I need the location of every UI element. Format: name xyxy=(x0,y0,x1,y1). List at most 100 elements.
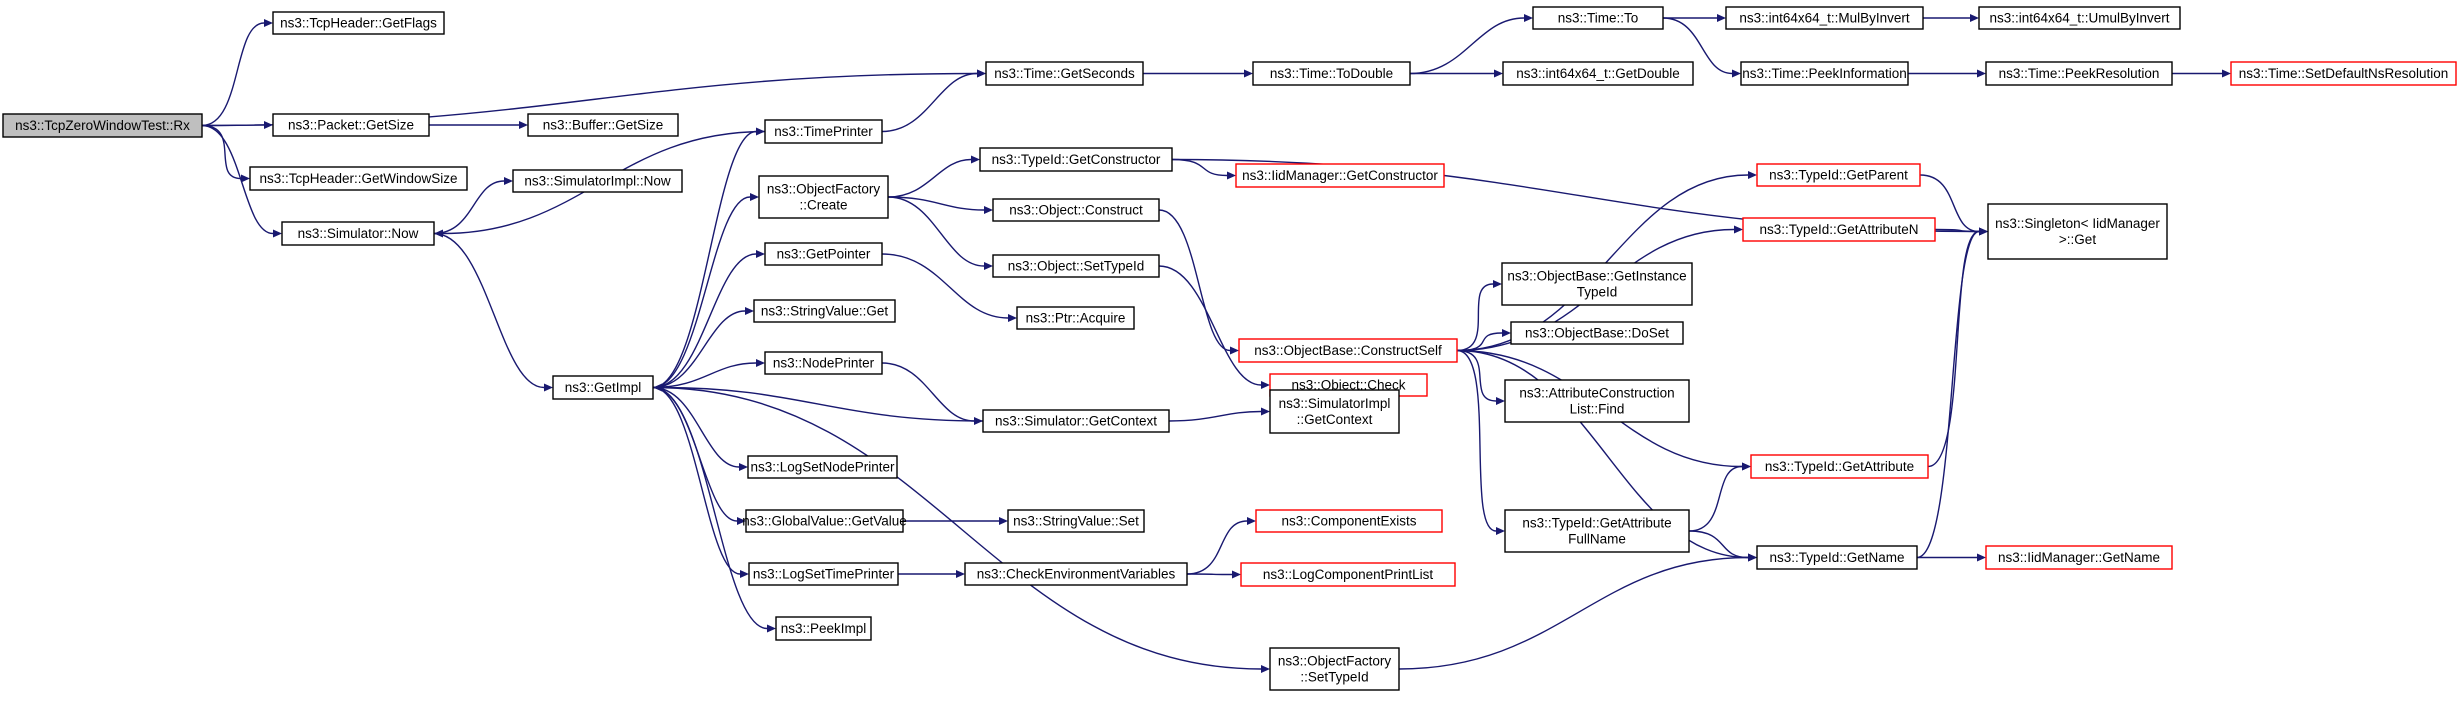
node-buffer-getsize[interactable]: ns3::Buffer::GetSize xyxy=(527,113,679,137)
node-getparent[interactable]: ns3::TypeId::GetParent xyxy=(1756,163,1921,187)
node-umulbyinvert[interactable]: ns3::int64x64_t::UmulByInvert xyxy=(1978,6,2181,30)
arrowhead xyxy=(1977,69,1986,78)
node-object-settypeid[interactable]: ns3::Object::SetTypeId xyxy=(992,254,1160,278)
node-box xyxy=(985,61,1144,86)
node-logcomponentprintlist[interactable]: ns3::LogComponentPrintList xyxy=(1240,562,1456,587)
node-singleton-get[interactable]: ns3::Singleton< IidManager >::Get xyxy=(1987,203,2168,260)
node-label: ns3::ObjectFactory xyxy=(767,182,881,197)
node-label: ns3::TimePrinter xyxy=(774,124,873,139)
node-box xyxy=(2230,61,2457,86)
node-box xyxy=(1240,562,1456,587)
node-iid-getname[interactable]: ns3::IidManager::GetName xyxy=(1985,545,2173,570)
node-label: ns3::Time::GetSeconds xyxy=(994,66,1135,81)
node-getwindowsize[interactable]: ns3::TcpHeader::GetWindowSize xyxy=(249,166,468,191)
node-getpointer[interactable]: ns3::GetPointer xyxy=(764,242,883,266)
node-box xyxy=(1510,321,1684,345)
node-setdefaultnsresolution[interactable]: ns3::Time::SetDefaultNsResolution xyxy=(2230,61,2457,86)
edge-getimpl-to-logsetnodeprinter xyxy=(652,386,740,468)
node-box xyxy=(1269,389,1400,434)
node-packet-getsize[interactable]: ns3::Packet::GetSize xyxy=(272,113,430,137)
node-getattributen[interactable]: ns3::TypeId::GetAttributeN xyxy=(1742,217,1936,242)
edge-object-settypeid-to-object-check xyxy=(1158,265,1262,386)
node-label: ns3::SimulatorImpl::Now xyxy=(524,174,671,189)
node-label: ns3::StringValue::Get xyxy=(761,304,889,319)
node-box xyxy=(281,221,435,246)
node-box xyxy=(1502,61,1694,86)
node-logsettimeprinter[interactable]: ns3::LogSetTimePrinter xyxy=(748,562,899,586)
edge-sim-getcontext-to-getimpl xyxy=(661,386,984,422)
node-todouble[interactable]: ns3::Time::ToDouble xyxy=(1252,61,1411,86)
node-peekresolution[interactable]: ns3::Time::PeekResolution xyxy=(1985,61,2173,86)
node-box xyxy=(775,616,872,641)
node-sim-getcontext[interactable]: ns3::Simulator::GetContext xyxy=(982,409,1170,433)
edge-sim-now-to-simimpl-now xyxy=(433,180,505,235)
arrowhead xyxy=(745,307,754,315)
node-peekimpl[interactable]: ns3::PeekImpl xyxy=(775,616,872,641)
node-logsetnodeprinter[interactable]: ns3::LogSetNodePrinter xyxy=(747,455,898,479)
node-globalvalue-getvalue[interactable]: ns3::GlobalValue::GetValue xyxy=(742,509,907,533)
node-label: ns3::Object::Construct xyxy=(1009,203,1143,218)
node-box xyxy=(748,562,899,586)
node-box xyxy=(1742,217,1936,242)
arrowhead xyxy=(1742,462,1751,471)
node-nodeprinter[interactable]: ns3::NodePrinter xyxy=(764,351,883,375)
nodes-layer: ns3::TcpZeroWindowTest::Rxns3::TcpHeader… xyxy=(2,6,2457,691)
node-time-to[interactable]: ns3::Time::To xyxy=(1532,6,1664,30)
node-ptr-acquire[interactable]: ns3::Ptr::Acquire xyxy=(1016,306,1135,330)
edge-getattribute-to-singleton-get xyxy=(1927,230,1980,468)
node-checkenv[interactable]: ns3::CheckEnvironmentVariables xyxy=(964,562,1188,586)
node-componentexists[interactable]: ns3::ComponentExists xyxy=(1255,509,1443,533)
node-getseconds[interactable]: ns3::Time::GetSeconds xyxy=(985,61,1144,86)
node-box xyxy=(764,242,883,266)
node-simimpl-now[interactable]: ns3::SimulatorImpl::Now xyxy=(512,169,683,193)
node-label: ns3::Object::Check xyxy=(1291,378,1405,393)
node-stringvalue-get[interactable]: ns3::StringValue::Get xyxy=(753,299,896,323)
node-constructself[interactable]: ns3::ObjectBase::ConstructSelf xyxy=(1238,338,1458,363)
edge-rx-to-sim-now xyxy=(201,124,274,235)
arrowhead xyxy=(1979,227,1988,236)
edge-timeprinter-to-getseconds xyxy=(881,72,978,133)
node-sim-now[interactable]: ns3::Simulator::Now xyxy=(281,221,435,246)
node-label: ns3::Time::To xyxy=(1558,11,1639,26)
node-getconstructor[interactable]: ns3::TypeId::GetConstructor xyxy=(979,147,1173,172)
node-label: ns3::Singleton< IidManager xyxy=(1995,216,2160,231)
edge-objfactory-create-to-getconstructor xyxy=(887,158,972,198)
edge-objfactory-create-to-object-construct xyxy=(887,196,985,211)
node-label: ns3::IidManager::GetConstructor xyxy=(1242,168,1438,183)
node-getflags[interactable]: ns3::TcpHeader::GetFlags xyxy=(272,11,445,35)
edge-getimpl-to-stringvalue-get xyxy=(652,310,746,389)
node-getimpl[interactable]: ns3::GetImpl xyxy=(552,375,654,400)
arrowhead xyxy=(653,383,662,392)
node-getattribute[interactable]: ns3::TypeId::GetAttribute xyxy=(1750,454,1929,479)
arrowhead xyxy=(1261,407,1270,416)
node-box xyxy=(745,509,904,533)
node-stringvalue-set[interactable]: ns3::StringValue::Set xyxy=(1007,509,1145,533)
node-label: ns3::CheckEnvironmentVariables xyxy=(977,567,1176,582)
node-label: >::Get xyxy=(2059,232,2096,247)
node-timeprinter[interactable]: ns3::TimePrinter xyxy=(764,119,883,144)
node-box xyxy=(992,198,1160,222)
node-peekinformation[interactable]: ns3::Time::PeekInformation xyxy=(1740,61,1909,86)
node-mulbyinvert[interactable]: ns3::int64x64_t::MulByInvert xyxy=(1725,6,1924,30)
arrowhead xyxy=(1232,570,1241,579)
node-simimpl-getcontext[interactable]: ns3::SimulatorImpl::GetContext xyxy=(1269,389,1400,434)
arrowhead xyxy=(984,262,993,270)
node-int64-getdouble[interactable]: ns3::int64x64_t::GetDouble xyxy=(1502,61,1694,86)
node-box xyxy=(1750,454,1929,479)
node-rx[interactable]: ns3::TcpZeroWindowTest::Rx xyxy=(2,113,203,138)
arrowhead xyxy=(1496,527,1505,535)
node-typeid-getname[interactable]: ns3::TypeId::GetName xyxy=(1756,545,1918,570)
node-objfactory-create[interactable]: ns3::ObjectFactory::Create xyxy=(758,175,889,219)
edge-getimpl-to-objfactory-settypeid xyxy=(652,386,1262,670)
node-doset[interactable]: ns3::ObjectBase::DoSet xyxy=(1510,321,1684,345)
node-iid-getconstructor[interactable]: ns3::IidManager::GetConstructor xyxy=(1235,163,1445,188)
node-objfactory-settypeid[interactable]: ns3::ObjectFactory::SetTypeId xyxy=(1269,647,1400,691)
edge-getimpl-to-objfactory-create xyxy=(652,196,751,389)
node-box xyxy=(512,169,683,193)
node-box xyxy=(1756,163,1921,187)
node-box xyxy=(1978,6,2181,30)
node-object-construct[interactable]: ns3::Object::Construct xyxy=(992,198,1160,222)
